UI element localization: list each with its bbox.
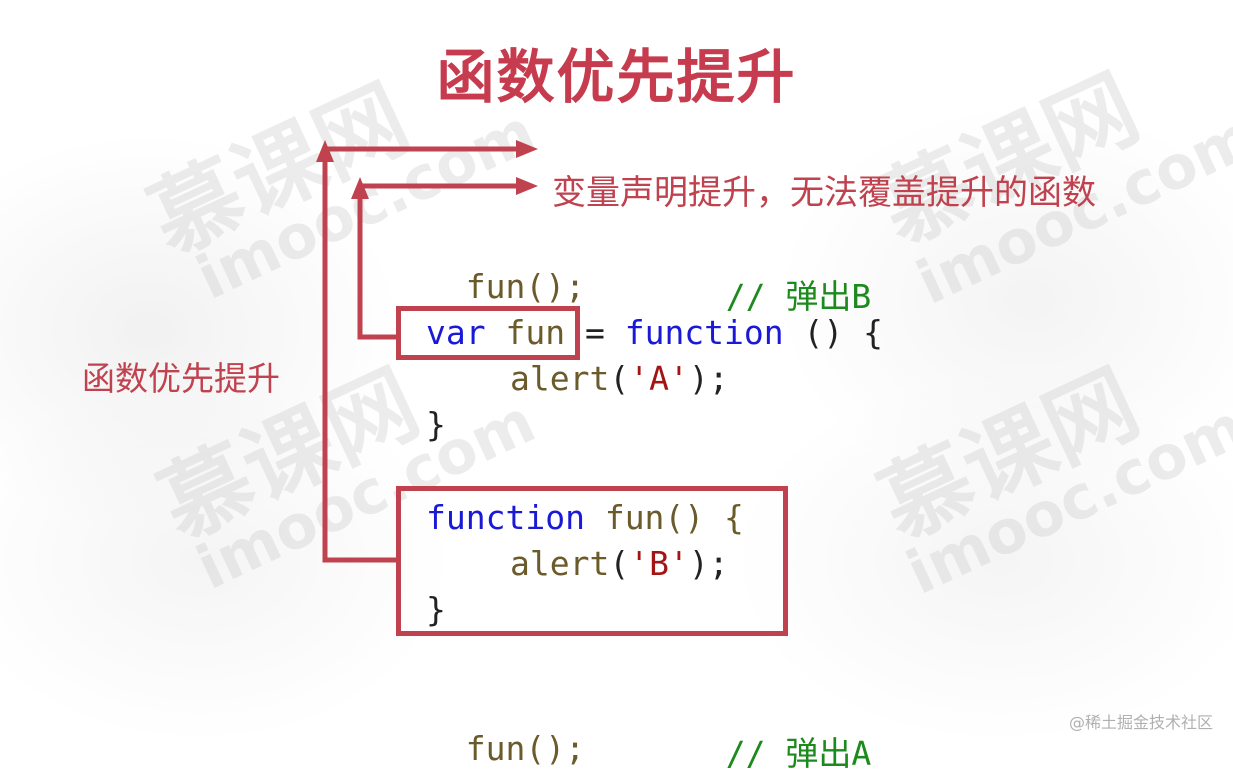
code-decl-rest: fun() { [584, 498, 744, 537]
inner-arrow-head [516, 177, 538, 195]
code-brace-1-text: } [426, 405, 446, 444]
inner-arrow-line [357, 183, 520, 340]
code-line-call-2: fun(); [426, 680, 585, 772]
code-alert-b-fn: alert [510, 544, 610, 583]
code-alert-b-close: ); [688, 544, 729, 583]
inner-arrow-up-head [351, 177, 369, 199]
var-fun-box [396, 306, 580, 360]
side-label: 函数优先提升 [82, 359, 280, 398]
code-call-1: fun(); [465, 267, 585, 306]
comment-popup-b: // 弹出B [725, 277, 872, 316]
code-brace-2: } [426, 587, 446, 633]
code-decl-keyword: function [426, 498, 585, 537]
code-var-rest: () { [783, 313, 883, 352]
outer-arrow-up-head [316, 140, 334, 162]
outer-arrow-line [322, 146, 520, 563]
hoist-arrows [316, 140, 538, 563]
code-alert-a-close: ); [688, 359, 729, 398]
code-decl-line: function fun() { [426, 495, 744, 541]
code-alert-a-open: ( [609, 359, 630, 398]
code-call-2: fun(); [465, 729, 585, 768]
code-alert-b-line: alert('B'); [510, 541, 729, 587]
code-line-call-1: fun(); [426, 218, 585, 310]
code-alert-a-str: 'A' [629, 359, 689, 398]
comment-popup-a: // 弹出A [725, 734, 872, 773]
code-alert-a-line: alert('A'); [510, 356, 729, 402]
code-var-eq: = [565, 313, 625, 352]
outer-arrow-head [516, 140, 538, 158]
code-alert-a-fn: alert [510, 359, 610, 398]
code-alert-b-open: ( [609, 544, 630, 583]
code-var-name: fun [505, 313, 566, 352]
code-comment-2: // 弹出A [686, 685, 871, 777]
code-comment-1: // 弹出B [686, 228, 871, 320]
code-alert-b-str: 'B' [629, 544, 689, 583]
page-title: 函数优先提升 [436, 43, 797, 111]
code-var-line: var fun = function () { [426, 310, 883, 356]
footer-credit: @稀土掘金技术社区 [1068, 713, 1213, 732]
code-var-function-keyword: function [624, 313, 784, 352]
hoist-note: 变量声明提升，无法覆盖提升的函数 [552, 173, 1096, 213]
code-var-keyword: var [426, 313, 486, 352]
function-decl-box [396, 486, 788, 636]
background [0, 0, 1233, 751]
code-brace-1: } [426, 402, 446, 448]
code-brace-2-text: } [426, 590, 446, 629]
